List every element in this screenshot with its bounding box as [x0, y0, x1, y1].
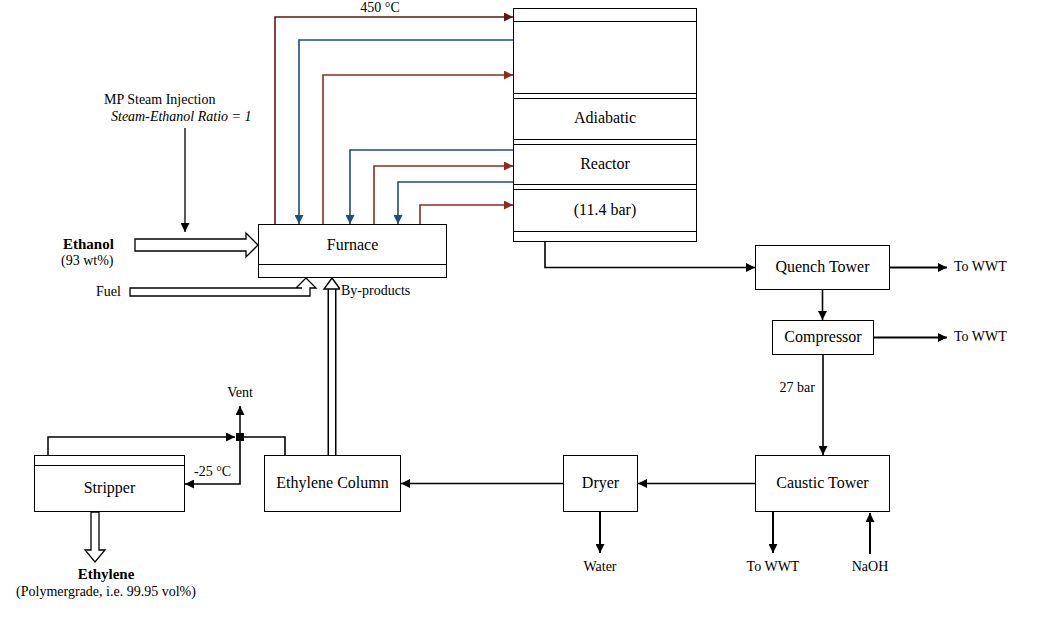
temperature-label: -25 °C [193, 464, 232, 480]
product-note: (Polymergrade, i.e. 99.95 vol%) [15, 584, 197, 600]
fuel-feed-arrow [130, 278, 316, 296]
stream-note: MP Steam Injection [103, 92, 216, 108]
catalyst-bed-divider [514, 144, 696, 145]
process-line [822, 355, 824, 455]
caustic-feed-line [869, 513, 871, 554]
recycle-arrow [329, 289, 335, 455]
feed-name: Ethanol [62, 236, 115, 253]
quench-tower-box: Quench Tower [755, 245, 890, 290]
ethylene-column-box: Ethylene Column [264, 455, 401, 512]
feed-name: Fuel [95, 284, 122, 300]
product-name: Ethylene [77, 566, 136, 583]
catalyst-bed-divider [514, 184, 696, 185]
vent-label: Vent [226, 385, 254, 401]
stream-note: Steam-Ethanol Ratio = 1 [110, 109, 253, 125]
junction-point [236, 433, 244, 441]
reheated-feed-line [374, 166, 513, 224]
node-label: Compressor [784, 328, 861, 346]
reheat-return-line [299, 40, 513, 224]
ethanol-feed-arrow [135, 233, 258, 257]
furnace-box: Furnace [258, 224, 447, 278]
reactor-column: AdiabaticReactor (11.4 bar) [513, 8, 697, 242]
process-line [545, 242, 755, 268]
edge-label: By-products [340, 283, 411, 299]
node-label: Caustic Tower [776, 474, 868, 492]
wastewater-line [772, 512, 774, 553]
node-label: (11.4 bar) [514, 201, 696, 219]
node-label: Quench Tower [775, 258, 869, 276]
steam-injection-line [184, 128, 185, 232]
feed-name: NaOH [851, 559, 890, 575]
connector-group [401, 483, 563, 484]
reheated-feed-line [420, 205, 513, 224]
feed-note: (93 wt%) [60, 253, 115, 269]
catalyst-bed-divider [514, 189, 696, 190]
connector-group [323, 75, 513, 224]
ethylene-product-arrow [85, 512, 105, 562]
catalyst-bed-divider [514, 139, 696, 140]
reheat-return-line [350, 150, 513, 224]
connector-group [545, 242, 755, 268]
arrow-head [324, 278, 340, 289]
outlet-label: To WWT [746, 559, 801, 575]
outlet-label: To WWT [953, 329, 1008, 345]
connector-group [299, 40, 513, 224]
compressor-box: Compressor [772, 320, 874, 355]
vent-line [239, 406, 241, 433]
caustic-tower-box: Caustic Tower [755, 455, 890, 512]
connector-group [420, 205, 513, 224]
process-line [638, 483, 755, 485]
connector-group [350, 150, 513, 224]
connector-group [324, 278, 340, 455]
outlet-label: To WWT [953, 259, 1008, 275]
stripper-band [35, 465, 184, 466]
stripper-overhead-line [48, 437, 235, 455]
connector-group [398, 182, 513, 224]
dryer-box: Dryer [563, 455, 638, 512]
wastewater-line [890, 266, 947, 268]
connector-group [822, 290, 823, 320]
catalyst-bed-divider [514, 98, 696, 99]
node-label: Reactor [514, 155, 696, 173]
node-label: Dryer [582, 474, 619, 492]
connector-group [374, 166, 513, 224]
node-label: Ethylene Column [276, 474, 388, 492]
connector-group [638, 483, 755, 484]
connector-group [275, 17, 513, 224]
recycle-arrow [328, 289, 337, 455]
connectors [185, 17, 823, 484]
node-label: Furnace [327, 236, 379, 254]
process-line [401, 483, 563, 485]
reheated-feed-line [323, 75, 513, 224]
node-label: Adiabatic [514, 109, 696, 127]
process-line [822, 290, 824, 320]
outlet-label: Water [582, 559, 617, 575]
catalyst-bed-divider [514, 231, 696, 232]
furnace-band [259, 264, 446, 265]
catalyst-bed-divider [514, 21, 696, 22]
connector-group [823, 355, 824, 455]
hot-feed-line [275, 17, 513, 224]
node-label: Stripper [84, 479, 136, 497]
stripper-box: Stripper [34, 455, 185, 512]
wastewater-line [873, 336, 947, 338]
edge-label: 450 °C [359, 0, 400, 16]
reheat-return-line [398, 182, 513, 224]
edge-label: 27 bar [779, 380, 816, 396]
catalyst-bed-divider [514, 93, 696, 94]
water-outlet-line [599, 512, 601, 553]
